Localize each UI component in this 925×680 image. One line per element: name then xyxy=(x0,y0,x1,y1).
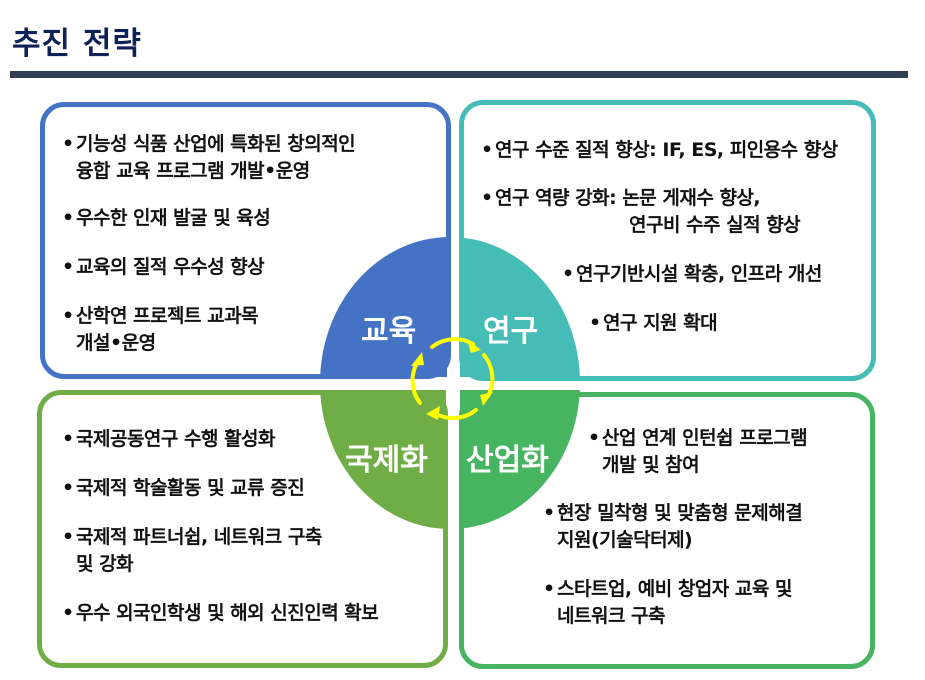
research-item-4: •연구 지원 확대 xyxy=(589,310,718,337)
page-title: 추진 전략 xyxy=(12,26,142,62)
bullet-icon: • xyxy=(62,477,74,499)
research-item-3: •연구기반시설 확충, 인프라 개선 xyxy=(562,261,822,288)
bullet-icon: • xyxy=(62,526,74,548)
industrialization-item-3: •스타트업, 예비 창업자 교육 및 네트워크 구축 xyxy=(543,578,792,627)
bullet-icon: • xyxy=(62,305,74,327)
bullet-icon: • xyxy=(62,207,74,229)
bullet-icon: • xyxy=(562,263,574,285)
bullet-icon: • xyxy=(589,312,601,334)
internationalization-item-3: •국제적 파트너쉽, 네트워크 구축 및 강화 xyxy=(62,526,322,575)
research-quadrant-label: 연구 xyxy=(483,314,539,349)
bullet-icon: • xyxy=(543,578,555,600)
title-divider xyxy=(10,71,908,78)
industrialization-quadrant-label: 산업화 xyxy=(466,443,549,478)
bullet-icon: • xyxy=(481,139,493,161)
bullet-icon: • xyxy=(62,428,74,450)
research-item-1: •연구 수준 질적 향상: IF, ES, 피인용수 향상 xyxy=(481,137,838,164)
education-item-2: •우수한 인재 발굴 및 육성 xyxy=(62,205,271,232)
education-quadrant-label: 교육 xyxy=(361,314,417,349)
education-item-3: •교육의 질적 우수성 향상 xyxy=(62,254,265,281)
bullet-icon: • xyxy=(62,256,74,278)
bullet-icon: • xyxy=(588,427,600,449)
industrialization-item-2: •현장 밀착형 및 맞춤형 문제해결 지원(기술닥터제) xyxy=(543,502,803,551)
bullet-icon: • xyxy=(481,187,493,209)
bullet-icon: • xyxy=(62,602,74,624)
research-item-2: •연구 역량 강화: 논문 게재수 향상, 연구비 수주 실적 향상 xyxy=(481,187,801,236)
bullet-icon: • xyxy=(62,133,74,155)
internationalization-quadrant-label: 국제화 xyxy=(345,443,428,478)
bullet-icon: • xyxy=(543,502,555,524)
industrialization-item-1: •산업 연계 인턴쉽 프로그램 개발 및 참여 xyxy=(588,427,808,476)
internationalization-item-4: •우수 외국인학생 및 해외 신진인력 확보 xyxy=(62,600,379,627)
education-item-1: •기능성 식품 산업에 특화된 창의적인 융합 교육 프로그램 개발•운영 xyxy=(62,133,356,182)
education-item-4: •산학연 프로젝트 교과목 개설•운영 xyxy=(62,305,259,354)
internationalization-item-1: •국제공동연구 수행 활성화 xyxy=(62,426,276,453)
internationalization-item-2: •국제적 학술활동 및 교류 증진 xyxy=(62,475,305,502)
